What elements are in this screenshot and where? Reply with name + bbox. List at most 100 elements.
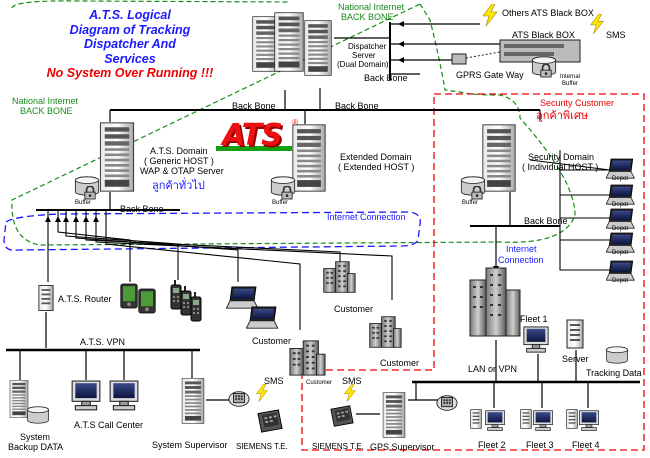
label-lan-vpn: LAN or VPN — [468, 364, 518, 374]
label-ats-domain-2: ( Generic HOST ) — [144, 156, 214, 166]
customer-laptop-1 — [226, 286, 259, 309]
depot-links — [529, 150, 611, 271]
label-server: Server — [562, 354, 589, 364]
lan-vpn-building — [469, 267, 521, 337]
pda-icon-2 — [138, 288, 156, 314]
label-backbone-left: BACK BONE — [20, 106, 73, 116]
label-backbone-dispatcher: Back Bone — [364, 73, 408, 83]
internet-connection-zone — [3, 211, 421, 251]
gprs-gateway — [451, 51, 501, 65]
label-dispatcher-2: Server — [352, 51, 376, 60]
diagram-title: A.T.S. Logical Diagram of Tracking Dispa… — [30, 8, 230, 81]
mobile-icon-2 — [180, 286, 192, 316]
label-fleet-1: Fleet 1 — [520, 314, 548, 324]
label-ats-domain-1: A.T.S. Domain — [150, 146, 208, 156]
label-fleet-2: Fleet 2 — [478, 440, 506, 450]
dispatcher-server-group — [252, 12, 332, 76]
label-backbone-security: Back Bone — [524, 216, 568, 226]
label-buffer-3: Buffer — [462, 200, 478, 206]
label-buffer-1: Buffer — [75, 200, 91, 206]
security-domain-server — [460, 124, 516, 200]
logo-underline — [216, 146, 292, 151]
fleet-links — [493, 382, 589, 408]
customer-building-1 — [323, 261, 356, 293]
system-supervisor — [181, 350, 283, 433]
gps-supervisor — [330, 384, 458, 438]
logo-registered-mark: ® — [292, 118, 298, 127]
customer-building-2 — [369, 316, 402, 348]
label-fleet-4: Fleet 4 — [572, 440, 600, 450]
title-line-1: A.T.S. Logical — [89, 8, 171, 22]
label-customer-3: Customer — [380, 358, 420, 368]
label-sms-left: SMS — [264, 376, 284, 386]
label-national-internet-top: National Internet — [338, 2, 405, 12]
ats-router-icon — [38, 285, 54, 311]
title-line-4: Services — [104, 51, 156, 66]
label-others-ats: Others ATS Black BOX — [502, 8, 594, 18]
label-ats-black-box: ATS Black BOX — [512, 30, 575, 40]
label-fleet-3: Fleet 3 — [526, 440, 554, 450]
label-internal-buffer-1: Internal — [560, 74, 581, 80]
title-warning: No System Over Running !!! — [46, 66, 214, 80]
call-center — [71, 350, 139, 411]
label-security-domain-2: ( Individual HOST ) — [522, 162, 599, 172]
label-extended-domain-1: Extended Domain — [340, 152, 412, 162]
label-depot-1: Depot — [612, 176, 629, 182]
label-national-internet-left: National Internet — [12, 96, 79, 106]
label-dispatcher-1: Dispatcher — [348, 42, 387, 51]
ats-logo: ATS ® — [210, 116, 298, 156]
label-system-supervisor: System Supervisor — [152, 440, 228, 450]
label-backbone-top: BACK BONE — [341, 12, 394, 22]
mobile-icon-3 — [190, 292, 202, 322]
label-siemens-left: SIEMENS T.E. — [236, 442, 288, 451]
label-customer-4: Customer — [306, 380, 333, 386]
label-ats-vpn: A.T.S. VPN — [80, 337, 126, 347]
pda-icon-1 — [120, 283, 138, 309]
ats-domain-server — [74, 122, 135, 200]
label-backbone-mid-right: Back Bone — [335, 101, 379, 111]
label-ats-router: A.T.S. Router — [58, 294, 112, 304]
label-buffer-2: Buffer — [272, 200, 288, 206]
label-backbone-mid-left: Back Bone — [232, 101, 276, 111]
label-internet-connection-right-1: Internet — [506, 244, 537, 254]
mobile-icon-1 — [170, 280, 182, 310]
lightning-bolt-top-icon — [482, 4, 498, 26]
label-security-customer: Security Customer — [540, 98, 615, 108]
national-internet-zone — [11, 0, 576, 246]
label-ats-domain-3: WAP & OTAP Server — [140, 166, 224, 176]
fleet-server-icon — [566, 319, 584, 349]
label-sms-top: SMS — [606, 30, 626, 40]
label-backbone-ats: Back Bone — [120, 204, 164, 214]
label-depot-5: Depot — [612, 278, 629, 284]
customer-building-3 — [289, 340, 326, 376]
label-gps-supervisor: GPS Supervisor — [370, 442, 435, 452]
title-line-3: Dispatcher And — [84, 37, 176, 51]
label-security-thai: ลูกค้าพิเศษ — [536, 110, 589, 122]
fleet-1-monitor — [523, 326, 549, 353]
logo-text: ATS — [222, 118, 282, 153]
label-siemens-right: SIEMENS T.E. — [312, 442, 364, 451]
label-customer-1: Customer — [252, 336, 292, 346]
label-depot-3: Depot — [612, 226, 629, 232]
label-dispatcher-3: (Dual Domain) — [337, 60, 389, 69]
label-sms-right: SMS — [342, 376, 362, 386]
arrowheads — [45, 216, 99, 222]
label-system-backup-2: Backup DATA — [8, 442, 64, 452]
customer-laptop-2 — [246, 306, 279, 329]
label-depot-2: Depot — [612, 202, 629, 208]
label-ats-domain-thai: ลูกค้าทั่วไป — [152, 180, 205, 192]
label-security-domain-1: Security Domain — [528, 152, 595, 162]
label-tracking-data: Tracking Data — [586, 368, 642, 378]
system-backup — [9, 350, 49, 424]
label-depot-4: Depot — [612, 250, 629, 256]
label-extended-domain-2: ( Extended HOST ) — [338, 162, 415, 172]
label-call-center: A.T.S Call Center — [74, 420, 144, 430]
security-zone — [301, 93, 645, 451]
fleet-groups — [470, 409, 599, 431]
label-gprs-gateway: GPRS Gate Way — [456, 70, 524, 80]
label-system-backup-1: System — [20, 432, 51, 442]
label-internet-connection: Internet Connection — [327, 212, 406, 222]
label-internet-connection-right-2: Connection — [498, 255, 544, 265]
backbone-arrows-top — [398, 21, 404, 63]
